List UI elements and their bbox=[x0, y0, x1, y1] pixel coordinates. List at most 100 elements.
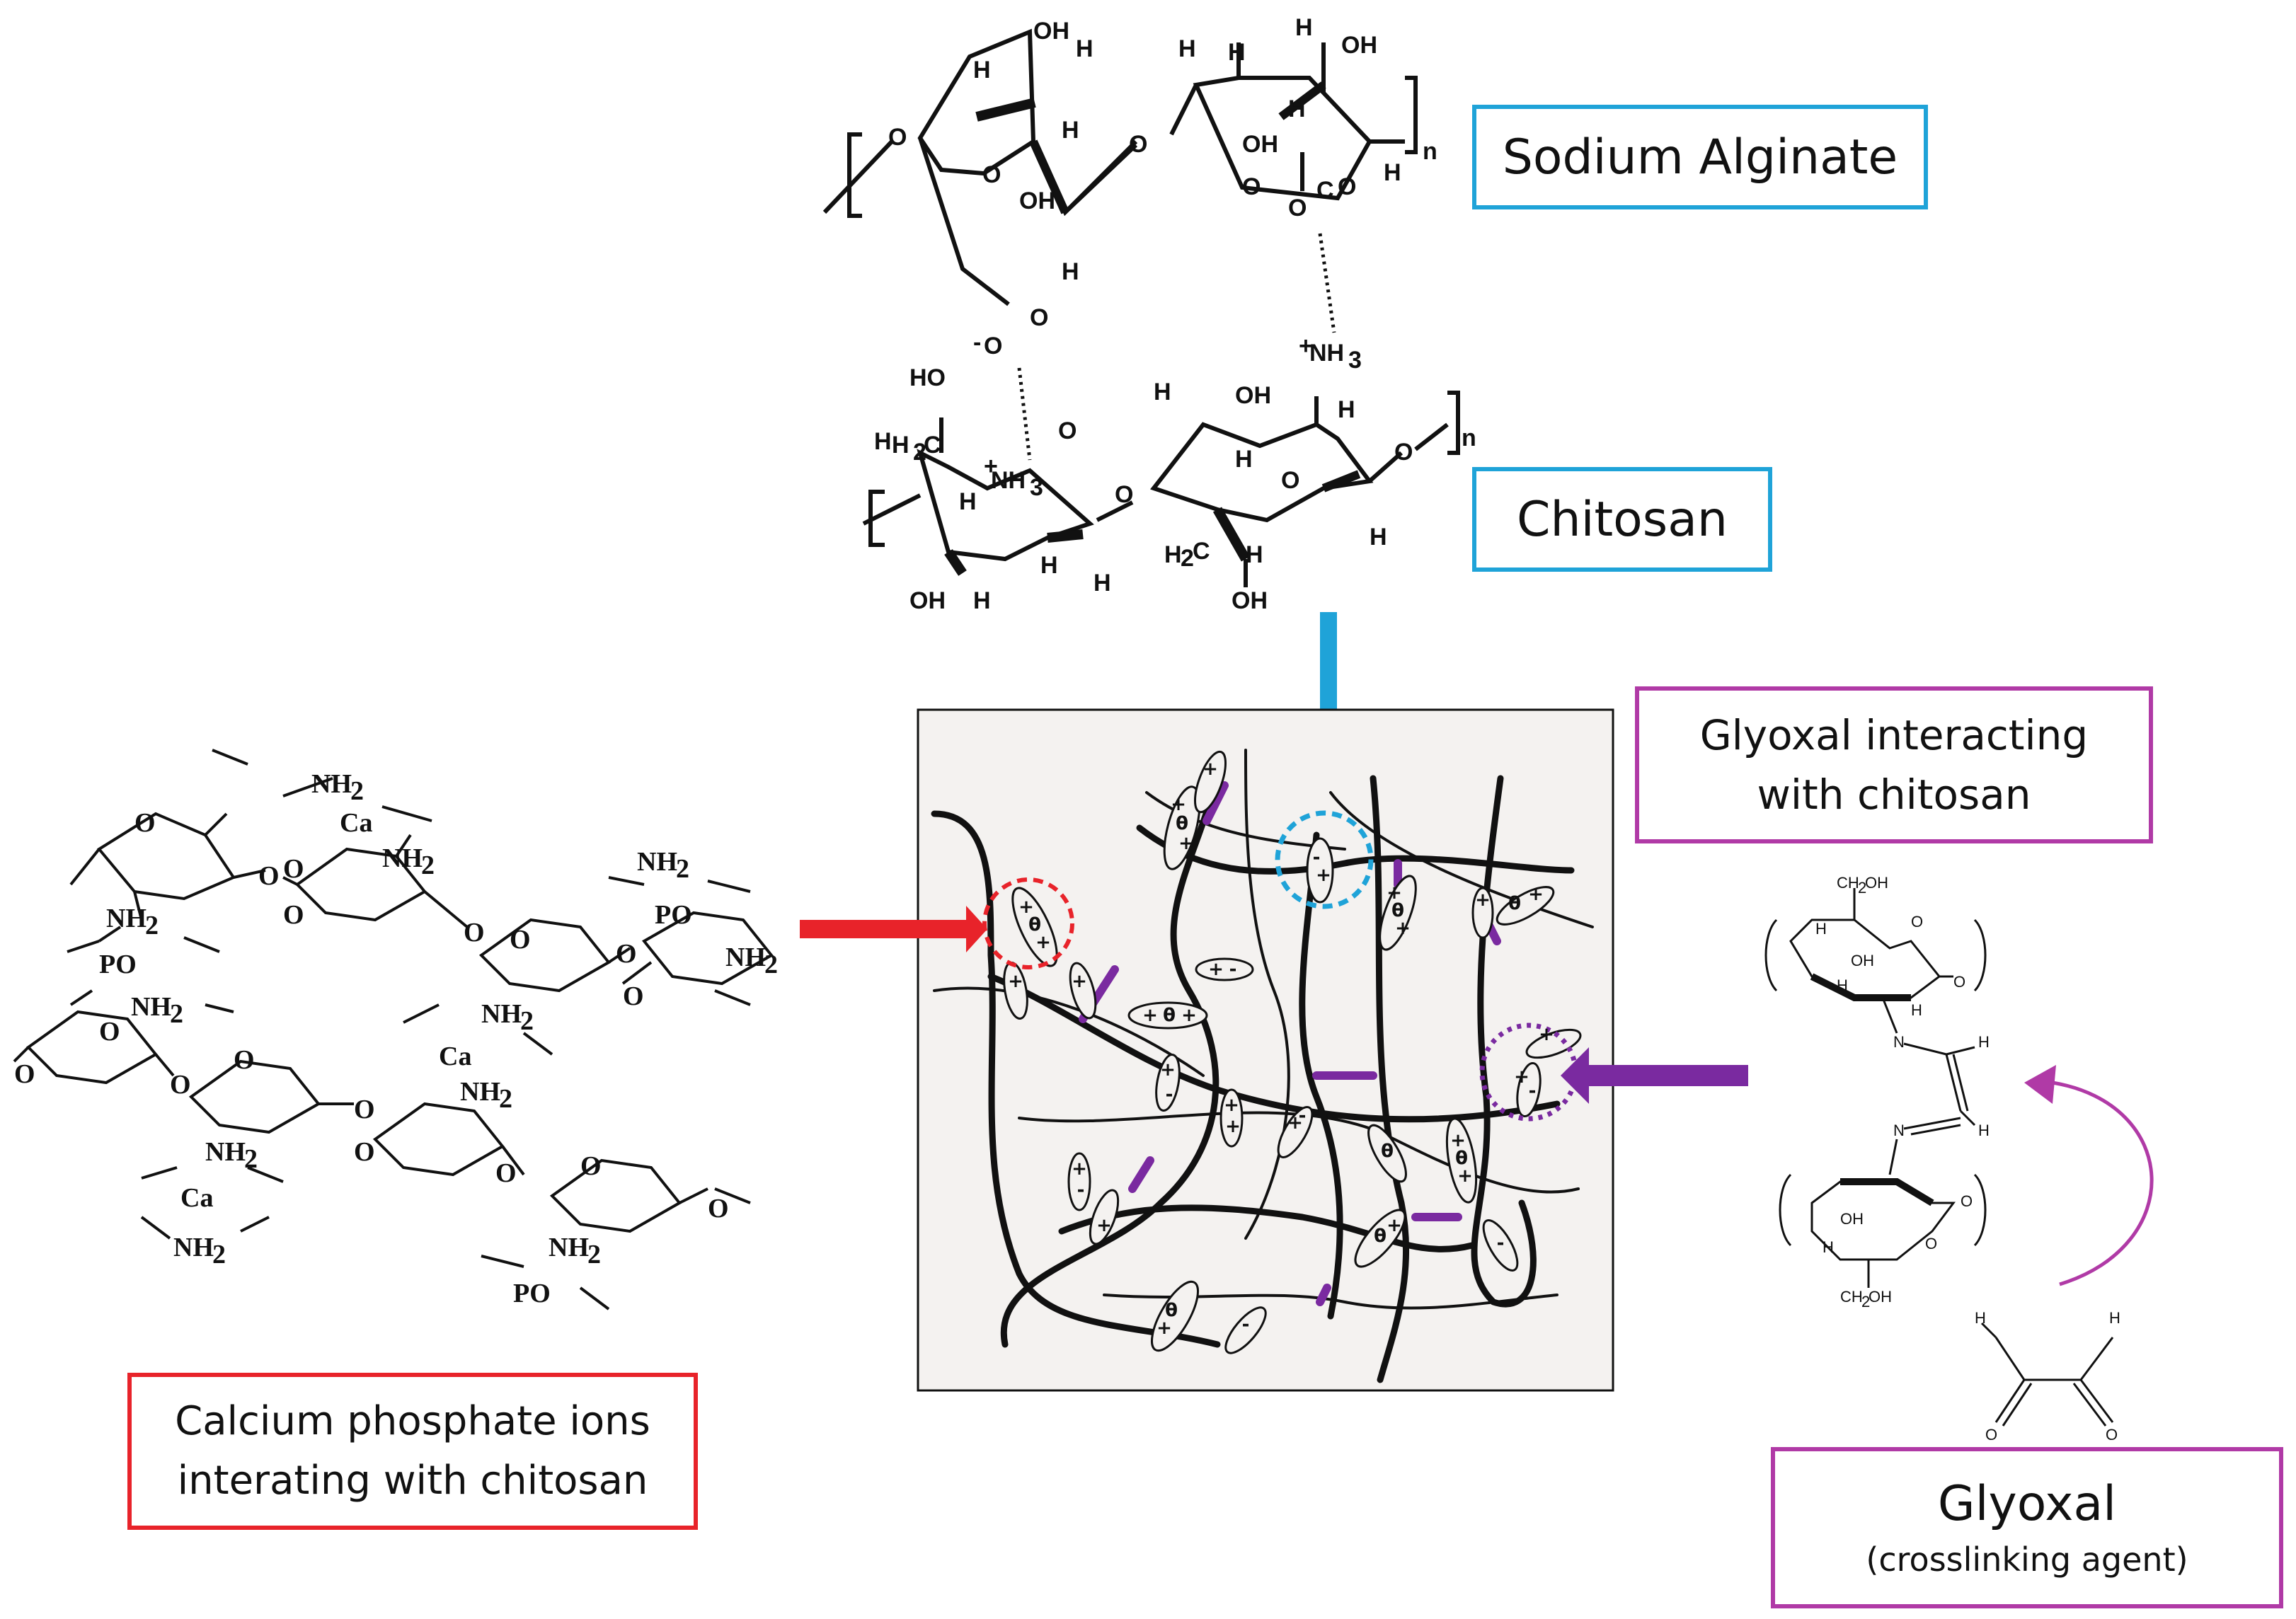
svg-text:2: 2 bbox=[170, 999, 183, 1029]
svg-text:O: O bbox=[99, 1017, 120, 1047]
svg-text:n: n bbox=[1462, 425, 1476, 451]
charge: + bbox=[1035, 932, 1051, 953]
svg-text:OH: OH bbox=[1242, 131, 1278, 158]
svg-text:C: C bbox=[1193, 538, 1210, 565]
charge: θ bbox=[1028, 914, 1041, 935]
sodium-alginate-atom-labels: OH H H H H H OH O H O O OH OH H H O C O … bbox=[888, 14, 1437, 359]
svg-text:H: H bbox=[1228, 39, 1246, 66]
svg-text:2: 2 bbox=[145, 911, 159, 940]
svg-text:O: O bbox=[1281, 467, 1299, 494]
svg-text:O: O bbox=[982, 161, 1001, 188]
charge: + bbox=[1072, 971, 1087, 992]
chitosan-structure bbox=[862, 391, 1460, 587]
svg-text:C: C bbox=[1316, 177, 1334, 204]
svg-text:NH: NH bbox=[382, 843, 423, 873]
svg-text:2: 2 bbox=[520, 1006, 534, 1036]
svg-text:Ca: Ca bbox=[180, 1183, 213, 1213]
svg-text:2: 2 bbox=[1861, 1293, 1870, 1310]
svg-text:2: 2 bbox=[499, 1084, 512, 1114]
svg-text:O: O bbox=[623, 981, 644, 1011]
svg-text:O: O bbox=[510, 925, 531, 955]
svg-text:2: 2 bbox=[913, 439, 926, 466]
glyoxal-title: Glyoxal bbox=[1937, 1476, 2117, 1532]
charge: + bbox=[1181, 1005, 1197, 1026]
svg-text:O: O bbox=[354, 1137, 375, 1167]
svg-text:OH: OH bbox=[1019, 188, 1055, 214]
svg-text:+: + bbox=[1299, 333, 1313, 359]
charge: + bbox=[1224, 1095, 1239, 1116]
charge: θ bbox=[1163, 1005, 1176, 1026]
sodium-alginate-text: Sodium Alginate bbox=[1502, 129, 1898, 185]
chitosan-atom-labels: + NH 3 HO H H 2 C + NH 3 O H H OH H H O … bbox=[874, 333, 1476, 614]
svg-text:H: H bbox=[1164, 541, 1182, 568]
charge: + bbox=[1225, 1116, 1241, 1137]
svg-text:O: O bbox=[354, 1095, 375, 1124]
sodium-alginate-structure bbox=[822, 28, 1418, 461]
svg-text:NH: NH bbox=[991, 467, 1026, 494]
chitosan-label: Chitosan bbox=[1472, 467, 1772, 572]
glyoxal-interacting-line1: Glyoxal interacting bbox=[1699, 711, 2089, 759]
svg-text:O: O bbox=[708, 1194, 729, 1223]
svg-text:O: O bbox=[888, 124, 907, 151]
charge: - bbox=[1242, 1314, 1250, 1335]
charge: + bbox=[1528, 884, 1544, 905]
svg-text:3: 3 bbox=[1348, 347, 1362, 374]
svg-text:2: 2 bbox=[1858, 879, 1866, 897]
svg-text:2: 2 bbox=[1181, 545, 1194, 572]
red-arrow bbox=[800, 906, 987, 952]
svg-text:H: H bbox=[1978, 1033, 1990, 1051]
glyoxal-chitosan-structure bbox=[1764, 888, 2114, 1427]
svg-text:O: O bbox=[1953, 973, 1965, 991]
charge: + bbox=[1475, 889, 1491, 911]
svg-text:H: H bbox=[1384, 159, 1401, 186]
svg-text:O: O bbox=[1961, 1192, 1973, 1210]
charge: + bbox=[1208, 959, 1224, 980]
sodium-alginate-label: Sodium Alginate bbox=[1472, 105, 1928, 209]
svg-text:H: H bbox=[959, 488, 977, 515]
svg-text:OH: OH bbox=[1235, 382, 1271, 409]
calcium-phosphate-atom-labels: NH2 Ca NH2 NH2 PO NH2 NH2 PO NH2 NH2 Ca … bbox=[14, 769, 778, 1308]
svg-text:2: 2 bbox=[244, 1144, 258, 1174]
svg-text:PO: PO bbox=[99, 950, 137, 979]
charge: + bbox=[1202, 759, 1218, 780]
charge: - bbox=[1229, 959, 1237, 980]
svg-text:O: O bbox=[2106, 1426, 2118, 1444]
charge: θ bbox=[1176, 813, 1188, 834]
charge: + bbox=[1539, 1024, 1554, 1045]
curved-purple-arrow bbox=[2024, 1065, 2154, 1286]
svg-text:O: O bbox=[464, 918, 485, 947]
charge: θ bbox=[1508, 893, 1521, 914]
charge: - bbox=[1077, 1180, 1085, 1201]
svg-text:HO: HO bbox=[909, 364, 946, 391]
svg-text:H: H bbox=[1235, 446, 1253, 473]
svg-text:O: O bbox=[616, 939, 637, 969]
charge: + bbox=[1171, 794, 1186, 815]
svg-text:H: H bbox=[1062, 117, 1079, 144]
svg-text:H: H bbox=[973, 587, 991, 614]
svg-text:O: O bbox=[1985, 1426, 1997, 1444]
svg-text:2: 2 bbox=[764, 950, 778, 979]
svg-text:Ca: Ca bbox=[439, 1042, 471, 1071]
polymer-network bbox=[917, 708, 1614, 1392]
charge: θ bbox=[1165, 1300, 1178, 1321]
charge: - bbox=[1299, 1105, 1307, 1127]
svg-text:H: H bbox=[1094, 570, 1111, 597]
calcium-line2: interating with chitosan bbox=[177, 1458, 648, 1504]
svg-text:O: O bbox=[258, 861, 280, 891]
network-charge-symbols: + θ + + θ + + - + + θ + + θ + + θ + + - … bbox=[1008, 759, 1554, 1339]
svg-text:NH: NH bbox=[173, 1233, 214, 1262]
charge: + bbox=[1514, 1066, 1529, 1088]
charge: + bbox=[1395, 918, 1411, 939]
charge: θ bbox=[1374, 1226, 1387, 1247]
svg-text:O: O bbox=[1911, 913, 1923, 931]
svg-text:H: H bbox=[892, 432, 909, 459]
charge: θ bbox=[1381, 1141, 1394, 1162]
svg-text:NH: NH bbox=[131, 992, 171, 1022]
svg-text:CH: CH bbox=[1837, 874, 1859, 892]
svg-text:O: O bbox=[1030, 304, 1048, 331]
svg-text:2: 2 bbox=[587, 1240, 601, 1269]
glyoxal-interacting-line2: with chitosan bbox=[1757, 771, 2031, 819]
glyoxal-label: Glyoxal (crosslinking agent) bbox=[1771, 1447, 2283, 1608]
